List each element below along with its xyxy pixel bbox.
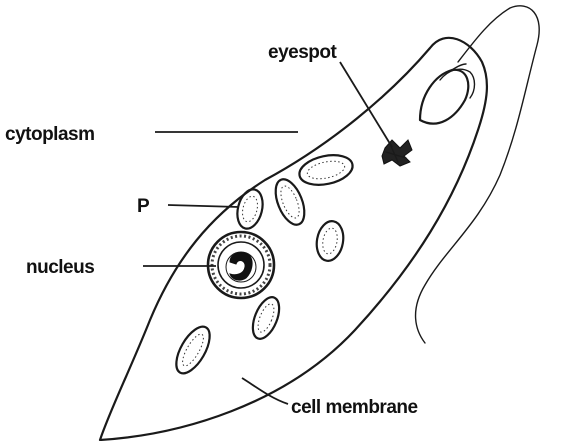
label-eyespot: eyespot	[268, 42, 337, 63]
chloroplast	[248, 293, 285, 342]
nucleolus	[230, 253, 252, 280]
label-nucleus: nucleus	[26, 257, 94, 278]
label-cytoplasm: cytoplasm	[5, 124, 94, 145]
chloroplast	[170, 321, 217, 378]
cell-membrane-outline	[100, 38, 487, 440]
nucleus	[208, 232, 274, 298]
chloroplast	[314, 219, 347, 263]
cell-membrane-leader	[242, 378, 288, 404]
p-leader	[168, 205, 239, 207]
label-cell-membrane: cell membrane	[291, 397, 418, 418]
chloroplast-p	[234, 187, 267, 232]
reservoir	[420, 70, 468, 124]
eyespot-leader	[340, 62, 392, 147]
chloroplast	[270, 175, 310, 228]
label-p: P	[137, 196, 150, 217]
eyespot	[382, 140, 412, 166]
